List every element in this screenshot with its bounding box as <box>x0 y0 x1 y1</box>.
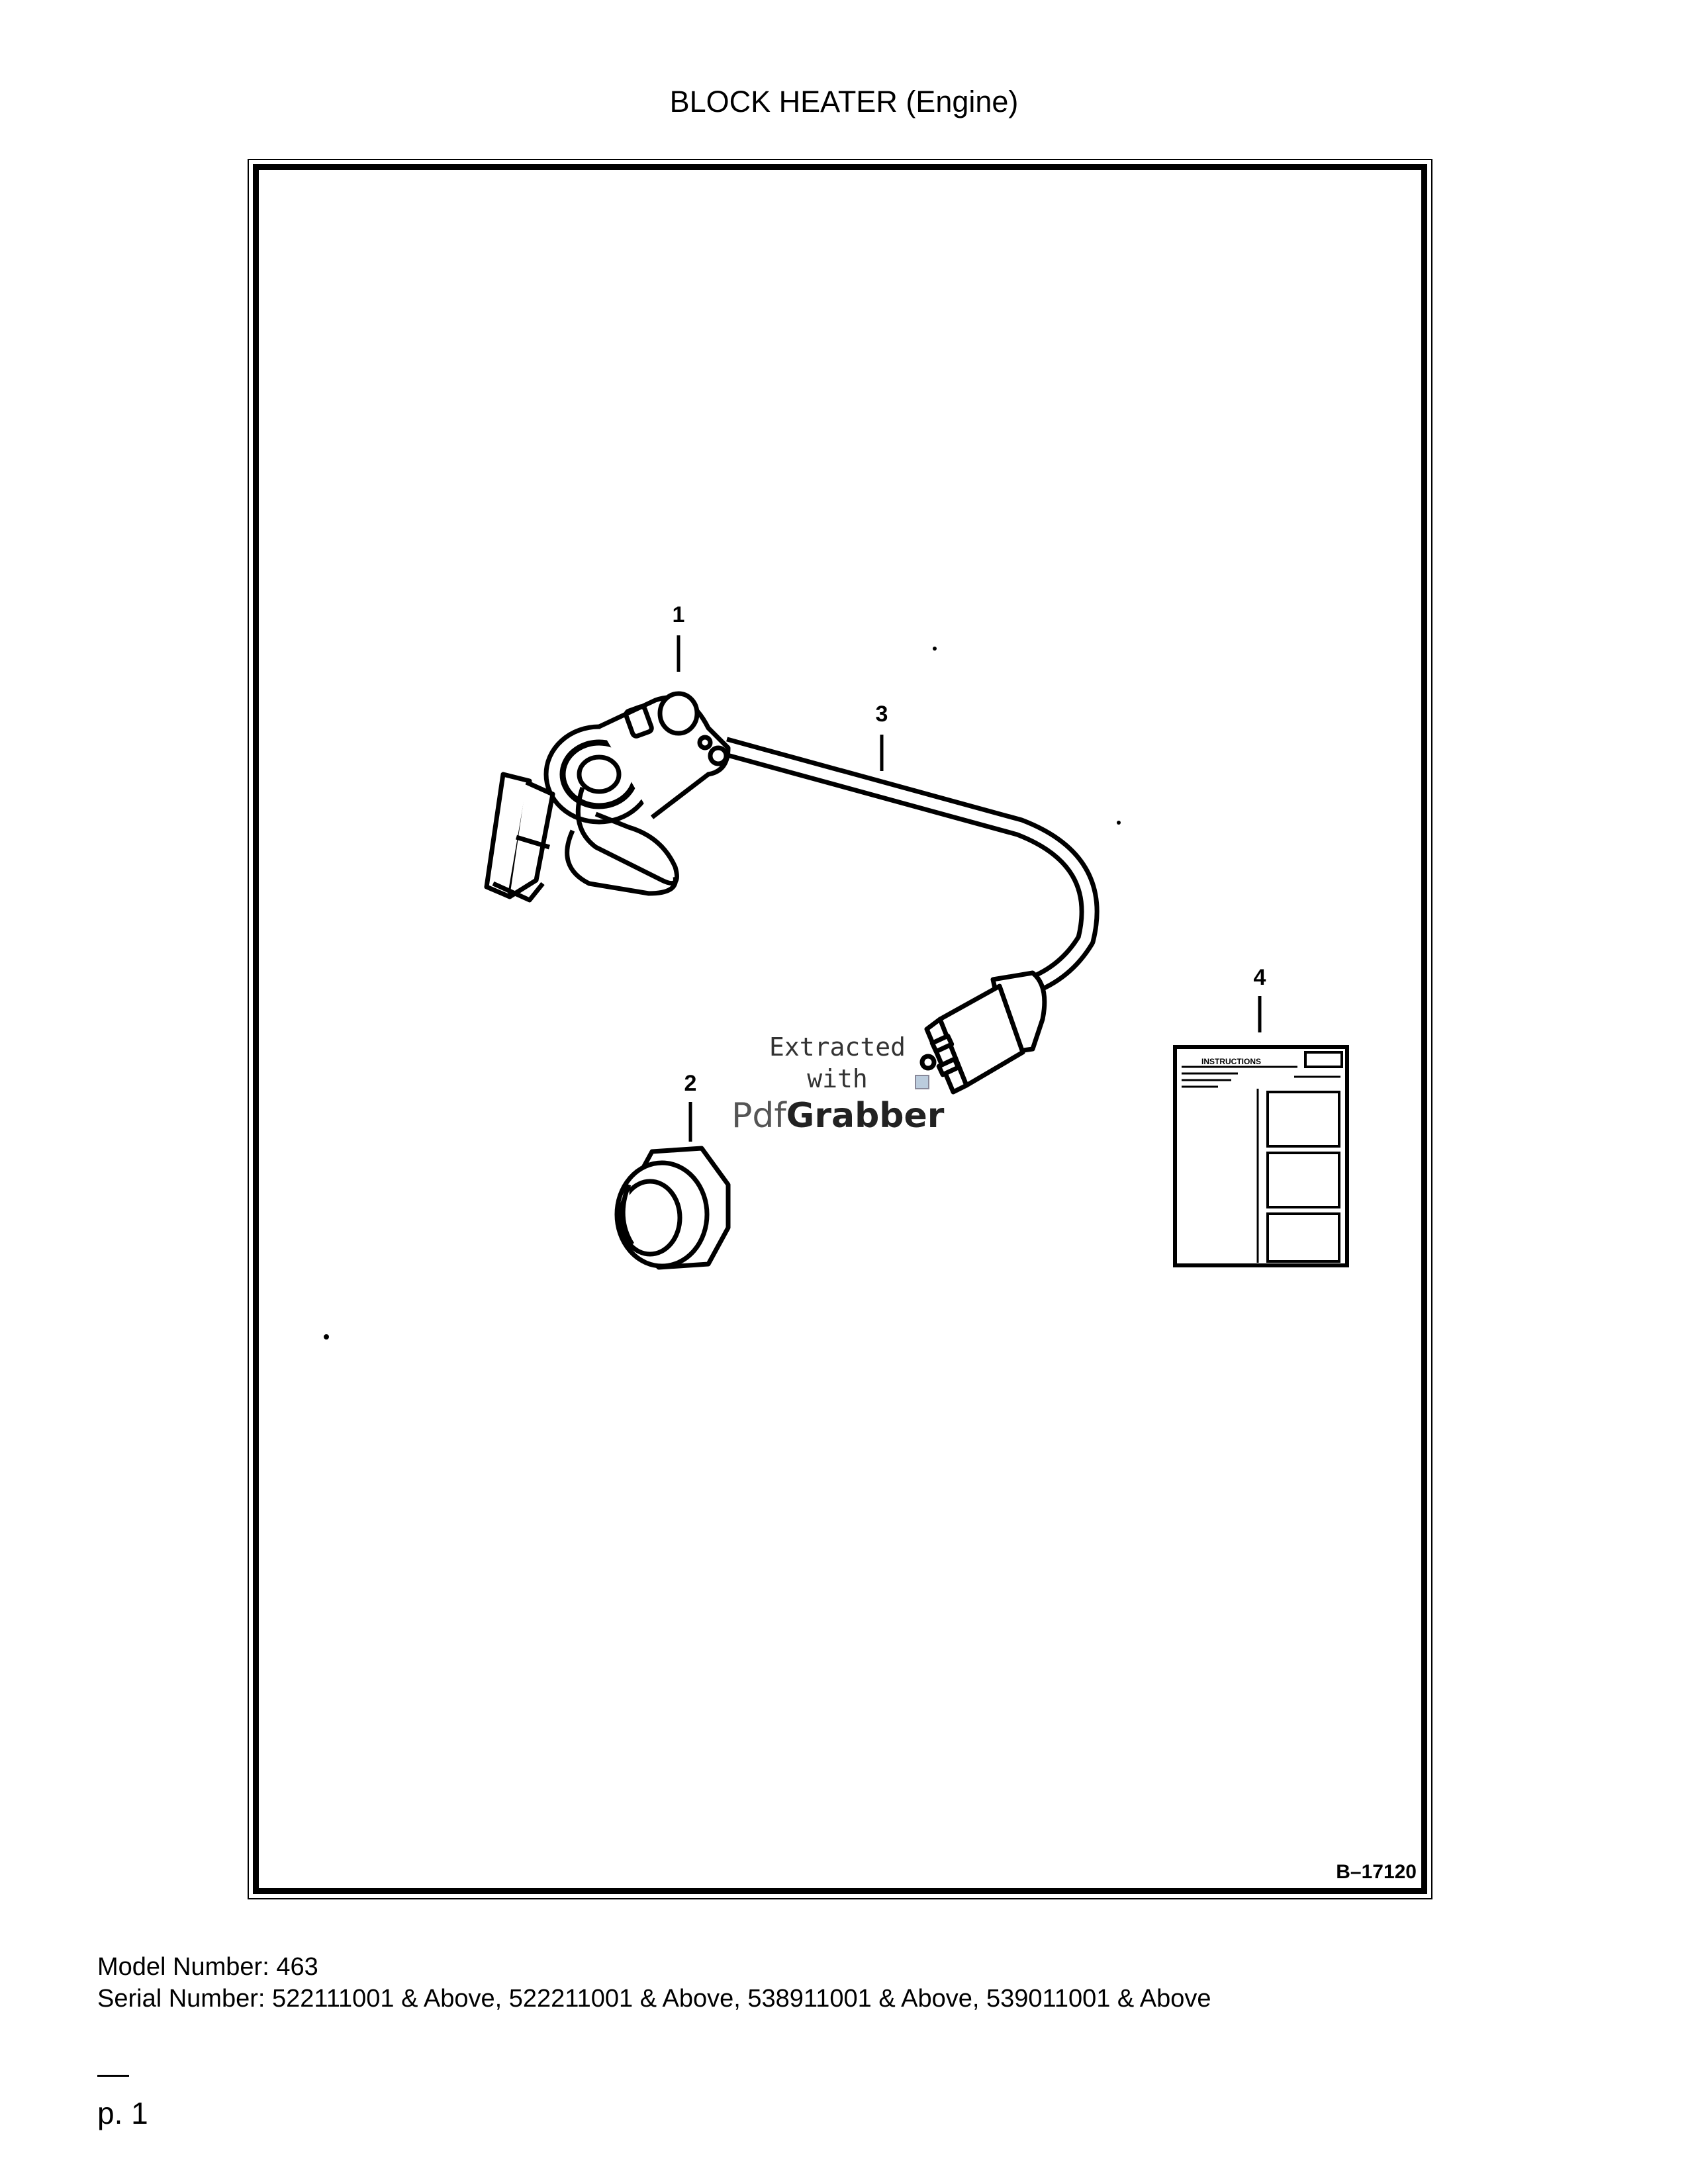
instruction-decal: INSTRUCTIONS <box>1173 1045 1349 1267</box>
figure-frame-outer <box>248 159 1432 1899</box>
footer-divider <box>97 2075 129 2077</box>
figure-frame-inner <box>253 164 1427 1894</box>
pdfgrabber-watermark: Extracted with PdfGrabber <box>731 1032 945 1136</box>
callout-1: 1 <box>673 602 685 627</box>
heater-element <box>484 691 1100 996</box>
model-number: Model Number: 463 <box>97 1953 318 1981</box>
page-title: BLOCK HEATER (Engine) <box>669 85 1019 118</box>
serial-number: Serial Number: 522111001 & Above, 522211… <box>97 1985 1211 2013</box>
figure-code: B–17120 <box>1336 1861 1417 1883</box>
callout-3: 3 <box>876 702 888 727</box>
watermark-line-1: Extracted <box>769 1032 906 1062</box>
watermark-logo-icon <box>915 1075 929 1089</box>
power-cord <box>722 737 1100 996</box>
page-number: p. 1 <box>97 2096 148 2130</box>
callout-leaders <box>677 635 1262 1142</box>
hex-plug <box>614 1146 731 1270</box>
watermark-brand-bold: Grabber <box>786 1096 945 1136</box>
power-plug <box>919 970 1047 1095</box>
watermark-brand-light: Pdf <box>731 1096 787 1136</box>
watermark-brand: PdfGrabber <box>731 1096 945 1136</box>
decal-heading: INSTRUCTIONS <box>1201 1057 1261 1066</box>
callout-2: 2 <box>684 1071 697 1096</box>
watermark-line-2: with <box>807 1064 868 1093</box>
stray-marks <box>324 647 1121 1340</box>
callout-4: 4 <box>1254 965 1266 990</box>
